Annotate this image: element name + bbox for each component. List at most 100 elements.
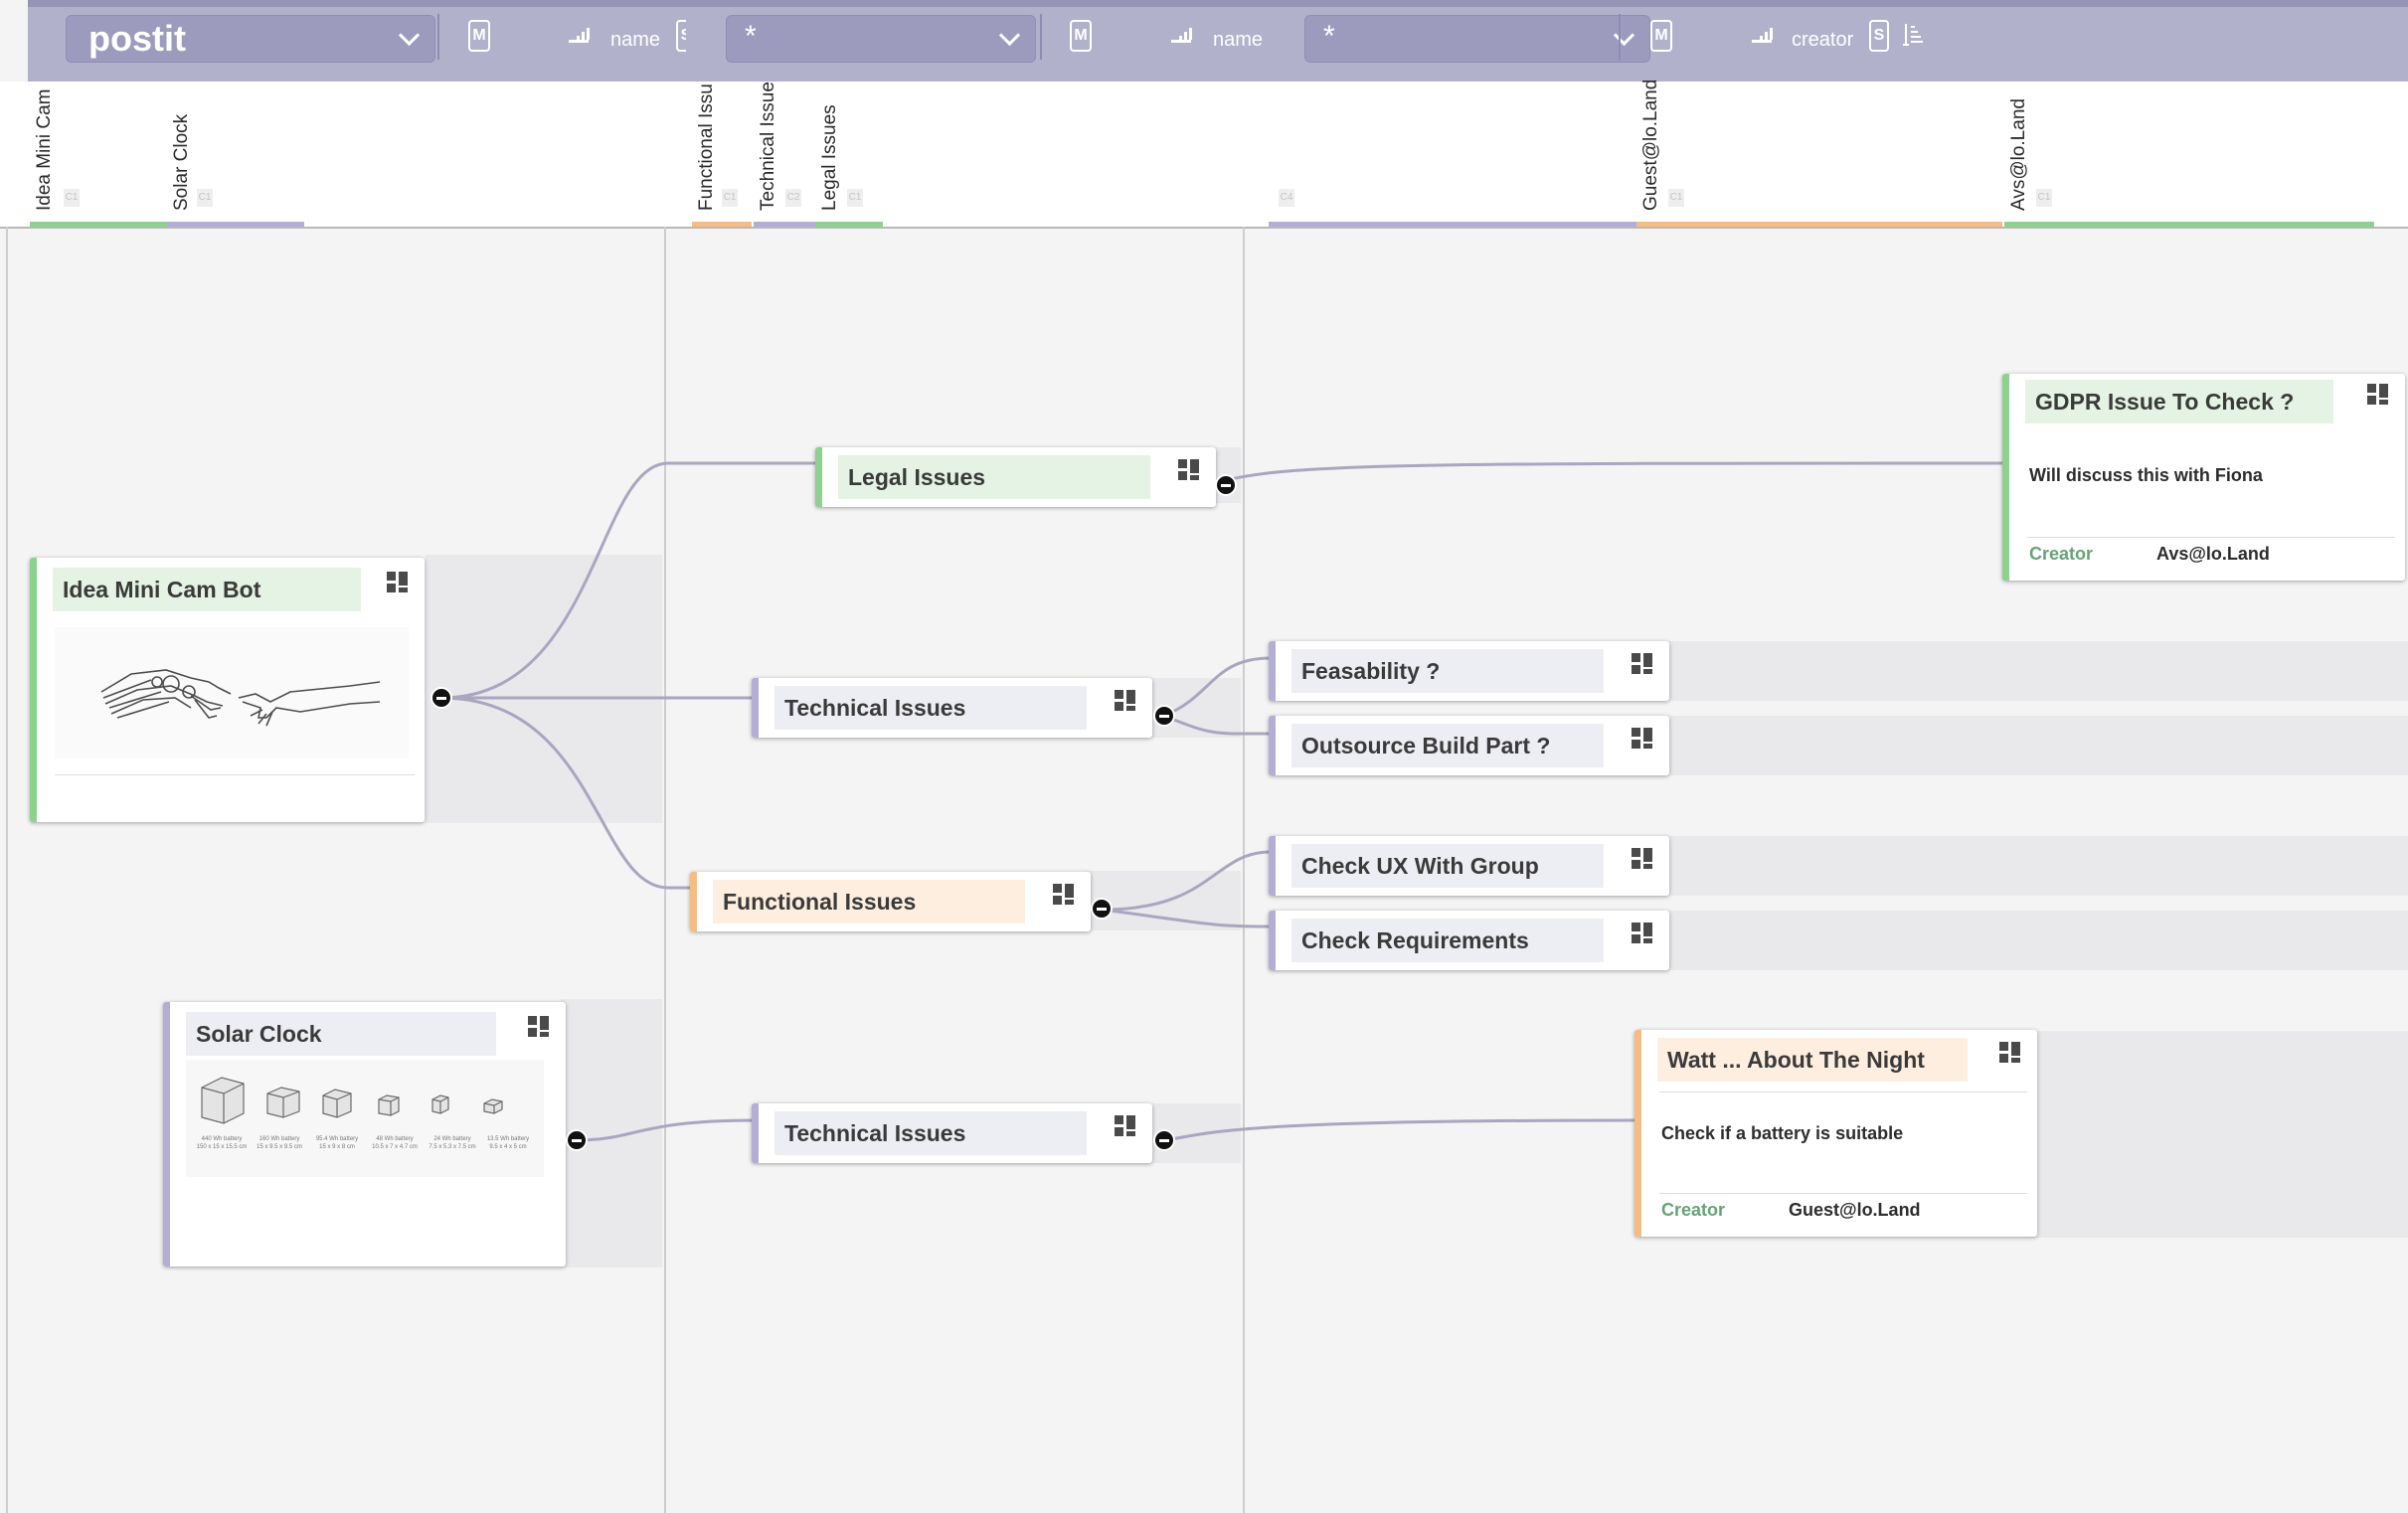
count-badge: C4 bbox=[1279, 189, 1294, 207]
sort-field-label[interactable]: creator bbox=[1792, 29, 1854, 51]
robot-human-hands-image bbox=[100, 669, 381, 727]
card-menu-icon[interactable] bbox=[1115, 690, 1136, 712]
caption-line: 13.5 Wh battery bbox=[486, 1136, 530, 1142]
sort-field-label[interactable]: name bbox=[1213, 29, 1264, 51]
lane-band bbox=[1664, 836, 2408, 896]
card-title[interactable]: Outsource Build Part ? bbox=[1291, 724, 1604, 767]
card-check-ux[interactable]: Check UX With Group bbox=[1269, 836, 1669, 896]
collapse-toggle[interactable] bbox=[1153, 1129, 1175, 1151]
caption-line: 15 x 9.5 x 9.5 cm bbox=[257, 1144, 302, 1150]
dropdown-value: * bbox=[1323, 20, 1335, 53]
collapse-toggle[interactable] bbox=[1153, 705, 1175, 727]
card-body-text: Will discuss this with Fiona bbox=[2029, 465, 2263, 485]
battery-caption: 440 Wh battery 150 x 15 x 15.5 cm bbox=[192, 1135, 252, 1151]
battery-caption: 24 Wh battery 7.5 x 5.3 x 7.5 cm bbox=[423, 1135, 482, 1151]
collapse-toggle[interactable] bbox=[566, 1129, 588, 1151]
mode-button[interactable]: M bbox=[468, 20, 490, 52]
card-menu-icon[interactable] bbox=[1632, 848, 1653, 870]
card-menu-icon[interactable] bbox=[528, 1016, 550, 1038]
card-menu-icon[interactable] bbox=[1632, 653, 1653, 675]
sort-bars-icon[interactable] bbox=[1171, 28, 1193, 44]
column-header[interactable]: Functional Issu C1 bbox=[692, 82, 752, 227]
filter-dropdown[interactable]: * bbox=[1304, 15, 1650, 63]
card-title[interactable]: Feasability ? bbox=[1291, 649, 1604, 693]
column-header[interactable]: Idea Mini Cam C1 bbox=[30, 82, 169, 227]
sort-field-label[interactable]: name bbox=[610, 29, 661, 51]
count-badge: C1 bbox=[847, 189, 863, 207]
header-strip bbox=[1269, 0, 2408, 7]
card-title[interactable]: Check UX With Group bbox=[1291, 844, 1604, 888]
caption-line: 48 Wh battery bbox=[376, 1136, 414, 1142]
battery-caption: 48 Wh battery 10.5 x 7 x 4.7 cm bbox=[365, 1135, 425, 1151]
card-divider bbox=[55, 774, 415, 775]
card-menu-icon[interactable] bbox=[1115, 1115, 1136, 1137]
battery-image: 440 Wh battery 150 x 15 x 15.5 cm 160 Wh… bbox=[186, 1060, 544, 1177]
sort-bars-icon[interactable] bbox=[1752, 28, 1774, 44]
card-menu-icon[interactable] bbox=[1632, 728, 1653, 750]
card-title[interactable]: Legal Issues bbox=[838, 455, 1150, 499]
level-dropdown[interactable]: postit bbox=[66, 15, 435, 63]
mode-button[interactable]: M bbox=[1650, 20, 1672, 52]
header-bar-group2: * M name bbox=[686, 0, 1269, 82]
sort-bars-icon[interactable] bbox=[569, 28, 591, 44]
card-title[interactable]: Technical Issues bbox=[774, 686, 1087, 730]
caption-line: 95.4 Wh battery bbox=[315, 1136, 359, 1142]
card-menu-icon[interactable] bbox=[1053, 884, 1075, 906]
caption-line: 15 x 9 x 8 cm bbox=[319, 1144, 355, 1150]
card-menu-icon[interactable] bbox=[1999, 1042, 2021, 1064]
level-divider bbox=[1243, 227, 1245, 1513]
column-header[interactable]: Legal Issues C1 bbox=[815, 82, 915, 227]
column-underline bbox=[1636, 222, 2002, 227]
card-technical-issues[interactable]: Technical Issues bbox=[752, 678, 1152, 738]
column-header[interactable]: Technical Issue C2 bbox=[754, 82, 813, 227]
card-title[interactable]: Technical Issues bbox=[774, 1111, 1087, 1155]
lane-band bbox=[426, 555, 662, 823]
card-divider bbox=[2027, 537, 2395, 538]
card-title[interactable]: Check Requirements bbox=[1291, 919, 1604, 962]
card-feasability[interactable]: Feasability ? bbox=[1269, 641, 1669, 701]
battery-caption: 13.5 Wh battery 9.5 x 4 x 5 cm bbox=[478, 1135, 538, 1151]
card-menu-icon[interactable] bbox=[1178, 459, 1200, 481]
card-title[interactable]: GDPR Issue To Check ? bbox=[2025, 380, 2333, 423]
separator bbox=[1040, 14, 1042, 60]
collapse-toggle[interactable] bbox=[430, 687, 452, 709]
card-title[interactable]: Idea Mini Cam Bot bbox=[53, 568, 361, 611]
s-button[interactable]: S bbox=[1869, 20, 1889, 52]
count-badge: C1 bbox=[722, 189, 738, 207]
filter-dropdown[interactable]: * bbox=[726, 15, 1036, 63]
column-header[interactable]: Guest@lo.Land C1 bbox=[1636, 80, 1736, 227]
dropdown-value: * bbox=[745, 20, 757, 53]
card-technical-issues[interactable]: Technical Issues bbox=[752, 1103, 1152, 1163]
card-outsource-build-part[interactable]: Outsource Build Part ? bbox=[1269, 716, 1669, 775]
collapse-toggle[interactable] bbox=[1091, 898, 1113, 920]
card-title[interactable]: Functional Issues bbox=[713, 880, 1025, 924]
caption-line: 9.5 x 4 x 5 cm bbox=[489, 1144, 527, 1150]
card-title[interactable]: Watt ... About The Night bbox=[1657, 1038, 1968, 1082]
card-menu-icon[interactable] bbox=[387, 572, 409, 593]
card-title[interactable]: Solar Clock bbox=[186, 1012, 496, 1056]
card-watt-about-the-night[interactable]: Watt ... About The Night Check if a batt… bbox=[1634, 1030, 2037, 1237]
separator bbox=[1619, 14, 1621, 60]
column-header[interactable]: Solar Clock C1 bbox=[167, 82, 306, 227]
column-header[interactable]: C4 bbox=[1269, 82, 1368, 227]
lane-band bbox=[1664, 716, 2408, 775]
card-check-requirements[interactable]: Check Requirements bbox=[1269, 911, 1669, 970]
count-badge: C1 bbox=[64, 189, 80, 207]
card-menu-icon[interactable] bbox=[2367, 384, 2389, 406]
card-solar-clock[interactable]: Solar Clock 440 Wh battery 150 x 15 x 15… bbox=[163, 1002, 566, 1266]
battery-boxes-drawing bbox=[201, 1077, 503, 1124]
mode-button[interactable]: M bbox=[1070, 20, 1092, 52]
card-functional-issues[interactable]: Functional Issues bbox=[690, 872, 1091, 931]
column-underline bbox=[815, 222, 883, 227]
collapse-toggle[interactable] bbox=[1215, 474, 1237, 496]
card-idea-mini-cam-bot[interactable]: Idea Mini Cam Bot bbox=[30, 558, 425, 822]
sort-descending-icon[interactable] bbox=[1903, 24, 1923, 46]
card-gdpr-issue[interactable]: GDPR Issue To Check ? Will discuss this … bbox=[2002, 374, 2405, 581]
card-menu-icon[interactable] bbox=[1632, 923, 1653, 944]
card-legal-issues[interactable]: Legal Issues bbox=[815, 447, 1216, 507]
caption-line: 150 x 15 x 15.5 cm bbox=[196, 1144, 248, 1150]
column-header[interactable]: Avs@lo.Land C1 bbox=[2004, 82, 2104, 227]
creator-label: Creator bbox=[2029, 544, 2094, 564]
header-bar-group3: * M creator S bbox=[1269, 0, 2408, 82]
